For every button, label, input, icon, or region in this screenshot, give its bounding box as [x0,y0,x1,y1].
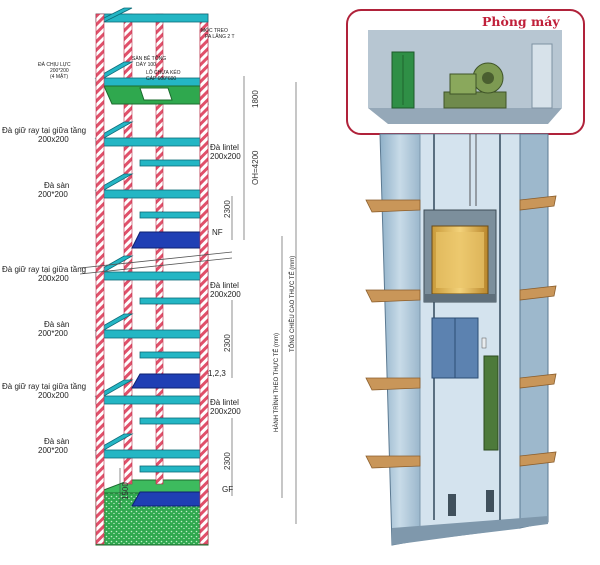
floor-123: 1,2,3 [208,369,226,378]
buffer-left [448,494,456,516]
motor [449,73,477,95]
lintel-label-2: Đà lintel [210,281,239,290]
lintel-label-3: Đà lintel [210,398,239,407]
dim-oh: OH=4200 [251,150,260,185]
slab-nf [131,231,209,249]
lintel-label-1: Đà lintel [210,143,239,152]
dimension-lines [119,76,297,524]
lo-chua-keo-label-2: CÁP 600*600 [146,75,176,82]
dim-2300-b: 2300 [223,334,232,352]
dim-1800: 1800 [251,90,260,108]
machine-room-door [531,43,553,109]
san-label-2-size: 200*200 [38,329,68,338]
shaft-left-wall [379,133,421,546]
dim-2300-a: 2300 [223,200,232,218]
lintel-label-2-size: 200x200 [210,290,241,299]
right-elevator-illustration: Phòng máy [346,9,585,546]
da-chiu-luc-label: ĐÀ CHỊU LỰC [38,61,71,68]
san-label-2: Đà sàn [44,320,69,329]
ray-label-2-size: 200x200 [38,274,69,283]
tong-chieu-cao-label: TỔNG CHIỀU CAO THỰC TẾ (mm) [289,256,296,352]
dim-2300-c: 2300 [223,452,232,470]
dim-1500: 1500 [121,482,130,500]
car-platform [424,294,496,302]
lintel-label-3-size: 200x200 [210,407,241,416]
san-be-tong-label: SÀN BÊ TÔNG [132,54,166,62]
cable-hole [139,87,173,101]
ray-label-2: Đà giữ ray tại giữa tầng [2,265,86,274]
ray-label-1-size: 200x200 [38,135,69,144]
san-be-tong-label-2: DÀY 100 [136,61,156,68]
slab-123 [131,373,209,389]
landing-floors [365,195,557,469]
ray-label-3-size: 200x200 [38,391,69,400]
column-front-right [199,29,209,545]
counterweight [483,355,499,451]
ray-label-3: Đà giữ ray tại giữa tầng [2,382,86,391]
san-label-3: Đà sàn [44,437,69,446]
machine-room-floor [368,108,562,124]
shaft-right-wall [519,133,549,529]
san-label-3-size: 200*200 [38,446,68,455]
machine-room-label: Phòng máy [482,14,560,29]
san-label-1-size: 200*200 [38,190,68,199]
floor-nf: NF [212,228,223,237]
floor-gf: GF [222,485,233,494]
slab-gf [131,491,209,507]
hanh-trinh-label: HÀNH TRÌNH THEO THỰC TẾ (mm) [273,333,280,432]
call-button-panel [481,337,487,349]
machine-room-back-wall [368,30,562,108]
ray-label-1: Đà giữ ray tại giữa tầng [2,126,86,135]
san-label-1: Đà sàn [44,181,69,190]
left-structure-diagram: MÓC TREO PA LĂNG 2 T SÀN BÊ TÔNG DÀY 100… [2,7,297,546]
moc-treo-label-2: PA LĂNG 2 T [205,33,235,40]
da-chiu-luc-size: 200*200 [50,68,69,74]
column-front-left [95,13,105,545]
shaft-pit [392,516,548,545]
lintel-label-1-size: 200x200 [210,152,241,161]
moc-treo-label: MÓC TREO [201,27,228,34]
pit-top [95,479,209,494]
buffer-right [486,490,494,512]
lo-chua-keo-label: LỖ CHỪA KÉO [146,69,181,76]
da-chiu-luc-qty: (4 MẶT) [50,73,68,80]
